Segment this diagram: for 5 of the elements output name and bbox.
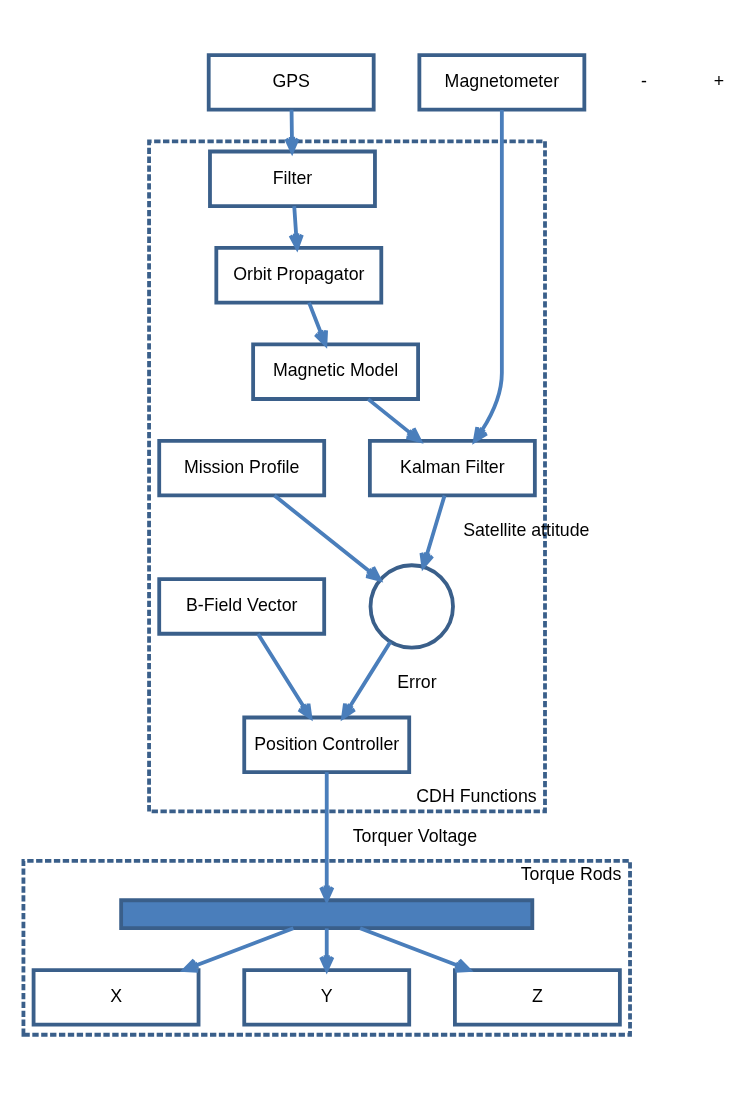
label: -: [641, 70, 647, 91]
edge-label: Error: [397, 671, 437, 692]
label: +: [713, 70, 725, 91]
edge-label: Torquer Voltage: [352, 825, 478, 845]
edge-label: Satellite attitude: [463, 519, 590, 540]
